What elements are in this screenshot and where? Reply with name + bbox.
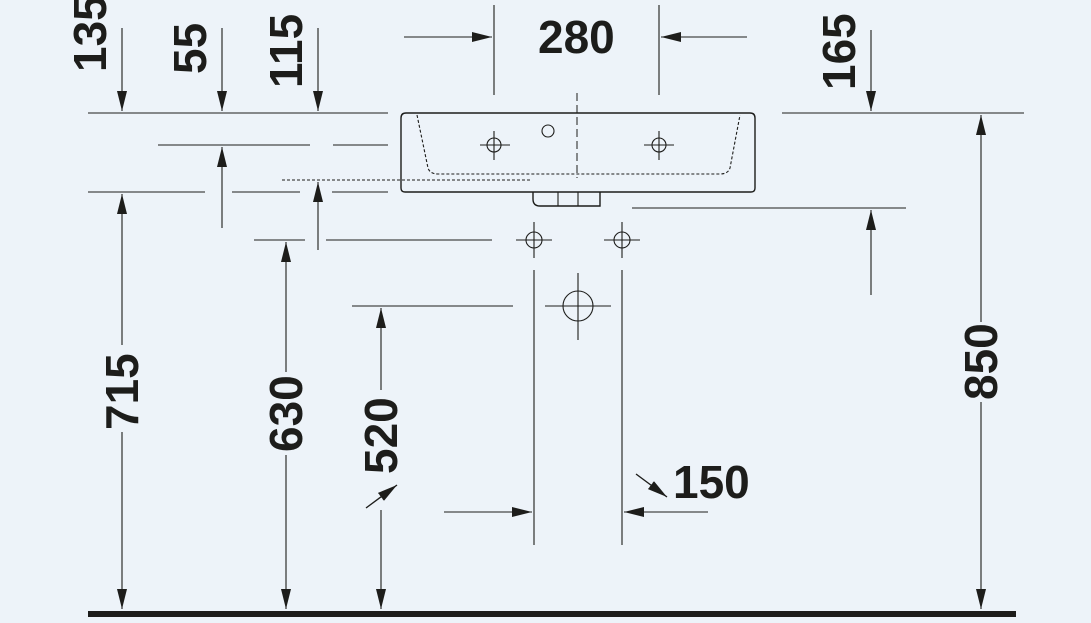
dim-630-label: 630 [260, 375, 312, 452]
tap-hole-left-icon [480, 131, 510, 160]
overflow-hole-icon [541, 124, 555, 138]
dim-115-label: 115 [260, 14, 312, 88]
dim-165-label: 165 [813, 13, 865, 90]
extension-lines [88, 5, 1024, 307]
dim-280-label: 280 [538, 11, 615, 63]
tap-hole-right-icon [644, 131, 674, 160]
dim-520-label: 520 [355, 397, 407, 474]
supply-connection-right-icon [604, 222, 640, 258]
dim-150-label: 150 [673, 456, 750, 508]
basin-outline [282, 112, 756, 207]
dim-55-label: 55 [164, 23, 216, 74]
waste-connection-icon [545, 273, 611, 340]
floor-line [88, 611, 1016, 617]
dimension-arrows [117, 28, 986, 609]
dim-135-label: 135 [64, 0, 116, 72]
dim-715-label: 715 [96, 353, 148, 430]
dim-850-label: 850 [955, 323, 1007, 400]
supply-connection-left-icon [516, 222, 552, 258]
